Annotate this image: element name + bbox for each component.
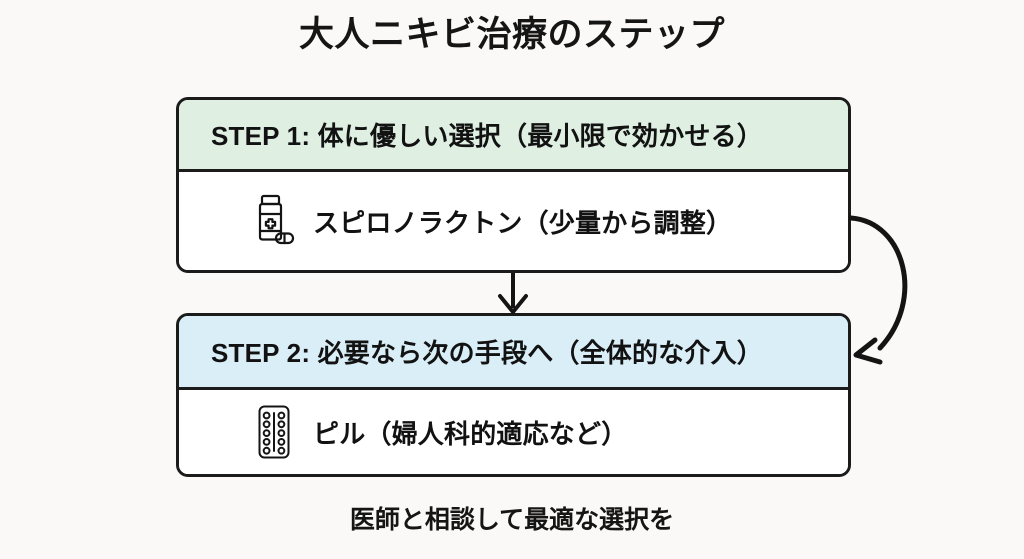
step-1-body-row: スピロノラクトン（少量から調整） (179, 172, 848, 270)
blister-pack-icon (251, 402, 297, 462)
step-2-body-row: ピル（婦人科的適応など） (179, 390, 848, 474)
step-2-card: STEP 2: 必要なら次の手段へ（全体的な介入） (176, 313, 851, 477)
footer-note: 医師と相談して最適な選択を (349, 506, 675, 534)
pill-bottle-icon (251, 191, 297, 251)
step-1-header: STEP 1: 体に優しい選択（最小限で効かせる） (179, 100, 848, 172)
page-title: 大人ニキビ治療のステップ (298, 15, 725, 54)
step1-to-step2-curved-arrow (848, 215, 908, 365)
step-2-header: STEP 2: 必要なら次の手段へ（全体的な介入） (179, 316, 848, 390)
step1-to-step2-down-arrow (498, 273, 528, 314)
step-1-card: STEP 1: 体に優しい選択（最小限で効かせる） (176, 97, 851, 273)
step-1-item-label: スピロノラクトン（少量から調整） (313, 207, 733, 238)
step-2-item-label: ピル（婦人科的適応など） (313, 418, 628, 449)
